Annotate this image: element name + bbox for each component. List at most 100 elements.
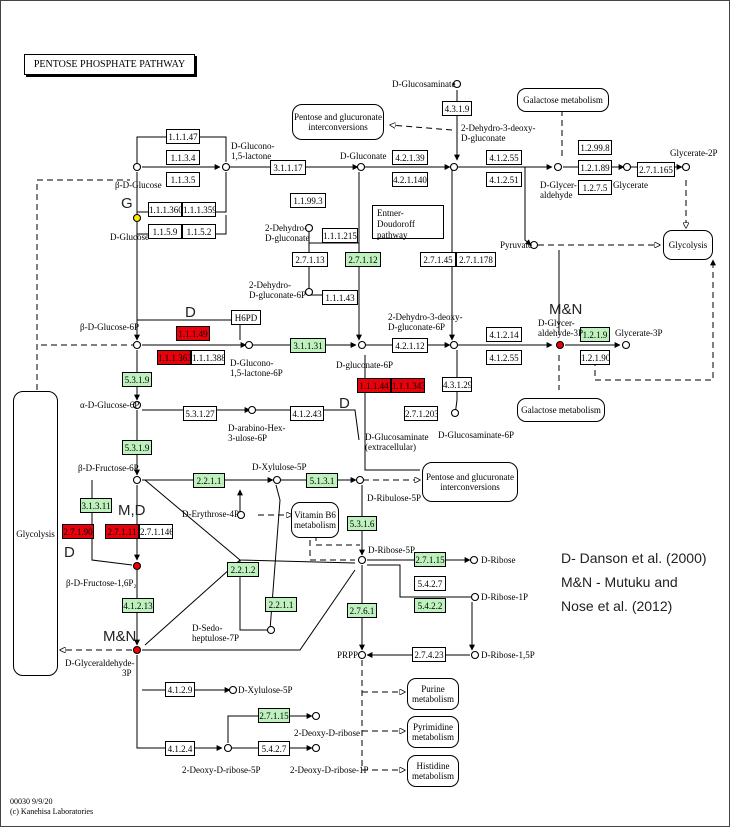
enzyme-box[interactable]: 1.1.1.47 — [166, 129, 200, 144]
compound-d-glucono-lactone-6p[interactable] — [244, 340, 254, 350]
enzyme-box[interactable]: 1.1.1.49 — [176, 326, 210, 341]
compound-kdpg[interactable] — [449, 340, 459, 350]
enzyme-box[interactable]: 2.7.1.146 — [139, 524, 173, 539]
enzyme-box[interactable]: 4.1.2.51 — [486, 172, 522, 187]
enzyme-box[interactable]: 4.1.2.55 — [486, 350, 522, 365]
enzyme-box[interactable]: 5.3.1.6 — [347, 516, 377, 531]
compound-d-glyceraldehyde[interactable] — [553, 162, 563, 172]
enzyme-box[interactable]: 4.1.2.13 — [122, 598, 154, 613]
enzyme-box[interactable]: 2.7.1.12 — [345, 252, 381, 267]
compound-a-d-glucose-6p[interactable] — [132, 400, 142, 410]
enzyme-box[interactable]: 3.1.3.11 — [80, 498, 112, 513]
enzyme-box[interactable]: 2.7.1.15 — [258, 708, 290, 723]
enzyme-box[interactable]: 4.2.1.12 — [392, 338, 428, 353]
compound-pyruvate[interactable] — [529, 240, 539, 250]
compound-d-ribulose-5p[interactable] — [355, 475, 365, 485]
compound-d-ribose-1p[interactable] — [470, 592, 480, 602]
enzyme-box[interactable]: 4.1.2.43 — [290, 406, 324, 421]
compound-d-ribose-5p[interactable] — [357, 555, 367, 565]
compound-d-gluconate[interactable] — [356, 162, 366, 172]
enzyme-box[interactable]: 1.2.99.8 — [578, 140, 612, 155]
enzyme-box[interactable]: 1.1.5.9 — [148, 224, 182, 239]
compound-d-glucosaminate[interactable] — [452, 79, 462, 89]
compound-deoxy-d-ribose-5p[interactable] — [223, 743, 233, 753]
enzyme-box[interactable]: H6PD — [231, 310, 261, 325]
enzyme-box[interactable]: 4.1.2.55 — [486, 150, 522, 165]
enzyme-box[interactable]: 4.2.1.140 — [392, 172, 428, 187]
compound-d-glucosaminate-6p[interactable] — [450, 408, 460, 418]
enzyme-box[interactable]: 2.7.6.1 — [347, 603, 377, 618]
compound-d-arabino-hex[interactable] — [247, 405, 257, 415]
enzyme-box[interactable]: 2.7.1.178 — [456, 252, 496, 267]
compound-deoxy-d-ribose-1p[interactable] — [311, 743, 321, 753]
enzyme-box[interactable]: 4.3.1.29 — [442, 377, 472, 392]
enzyme-box[interactable]: 1.1.1.363 — [157, 350, 191, 365]
enzyme-box[interactable]: 1.1.1.44 — [357, 378, 391, 393]
enzyme-box[interactable]: 1.1.1.388 — [191, 350, 225, 365]
enzyme-box[interactable]: 1.1.1.43 — [322, 290, 358, 305]
compound-dehydro-gluconate[interactable] — [304, 223, 314, 233]
compound-dehydro-gluconate-6p[interactable] — [304, 287, 314, 297]
entner-doudoroff-box[interactable]: Entner-Doudoroff pathway — [372, 205, 444, 240]
enzyme-box[interactable]: 1.1.3.5 — [166, 172, 200, 187]
enzyme-box[interactable]: 1.1.99.3 — [290, 193, 326, 208]
enzyme-box[interactable]: 2.7.1.45 — [420, 252, 456, 267]
compound-d-gluconate-6p[interactable] — [357, 340, 367, 350]
pathway-galactose-top[interactable]: Galactose metabolism — [517, 88, 609, 112]
pathway-galactose-bottom[interactable]: Galactose metabolism — [517, 398, 605, 422]
pathway-glycolysis-left[interactable]: Glycolysis — [13, 391, 58, 676]
enzyme-box[interactable]: 5.4.2.7 — [414, 576, 446, 591]
compound-d-glucono-lactone[interactable] — [221, 162, 231, 172]
enzyme-box[interactable]: 3.1.1.31 — [290, 338, 326, 353]
enzyme-box[interactable]: 1.2.7.5 — [578, 180, 612, 195]
enzyme-box[interactable]: 1.1.1.359 — [182, 202, 216, 217]
compound-glycerate-3p[interactable] — [621, 340, 631, 350]
enzyme-box[interactable]: 4.3.1.9 — [442, 101, 472, 116]
enzyme-box[interactable]: 4.1.2.14 — [486, 327, 522, 342]
compound-d-ribose-15p[interactable] — [470, 650, 480, 660]
compound-d-erythrose-4p[interactable] — [236, 510, 246, 520]
compound-gap-bottom[interactable] — [132, 645, 142, 655]
compound-b-d-fructose-16p[interactable] — [132, 561, 142, 571]
enzyme-box[interactable]: 1.2.1.89 — [578, 160, 612, 175]
enzyme-box[interactable]: 1.1.1.215 — [322, 228, 358, 243]
enzyme-box[interactable]: 1.1.3.4 — [166, 150, 200, 165]
enzyme-box[interactable]: 4.1.2.4 — [165, 741, 195, 756]
enzyme-box[interactable]: 2.7.1.90 — [62, 524, 94, 539]
compound-d-xylulose-5p[interactable] — [272, 475, 282, 485]
enzyme-box[interactable]: 2.2.1.2 — [227, 562, 259, 577]
compound-d-sedoheptulose-7p[interactable] — [266, 625, 276, 635]
enzyme-box[interactable]: 1.2.1.90 — [580, 350, 610, 365]
enzyme-box[interactable]: 5.3.1.27 — [183, 406, 217, 421]
enzyme-box[interactable]: 5.1.3.1 — [306, 473, 338, 488]
enzyme-box[interactable]: 2.7.4.23 — [412, 647, 446, 662]
enzyme-box[interactable]: 2.2.1.1 — [193, 473, 225, 488]
compound-gap-top[interactable] — [555, 340, 565, 350]
compound-d-xylulose-5p-low[interactable] — [228, 685, 238, 695]
enzyme-box[interactable]: 1.1.5.2 — [182, 224, 216, 239]
pathway-glycolysis-right[interactable]: Glycolysis — [663, 230, 713, 260]
enzyme-box[interactable]: 4.1.2.9 — [165, 682, 195, 697]
compound-d-ribose[interactable] — [469, 555, 479, 565]
enzyme-box[interactable]: 2.7.1.15 — [414, 552, 446, 567]
compound-b-d-glucose-6p[interactable] — [132, 340, 142, 350]
enzyme-box[interactable]: 2.7.1.203 — [404, 406, 438, 421]
enzyme-box[interactable]: 1.1.1.360 — [148, 202, 182, 217]
enzyme-box[interactable]: 2.7.1.13 — [292, 252, 328, 267]
compound-b-d-fructose-6p[interactable] — [132, 475, 142, 485]
enzyme-box[interactable]: 2.7.1.165 — [637, 162, 675, 177]
enzyme-box[interactable]: 2.2.1.1 — [265, 597, 297, 612]
enzyme-box[interactable]: 5.4.2.7 — [258, 741, 290, 756]
compound-glycerate-2p[interactable] — [681, 162, 691, 172]
enzyme-box[interactable]: 1.1.1.343 — [391, 378, 425, 393]
enzyme-box[interactable]: 2.7.1.11 — [105, 524, 139, 539]
compound-deoxy-d-ribose[interactable] — [311, 711, 321, 721]
enzyme-box[interactable]: 4.2.1.39 — [392, 150, 428, 165]
compound-kdg[interactable] — [449, 162, 459, 172]
enzyme-box[interactable]: 5.3.1.9 — [122, 372, 152, 387]
